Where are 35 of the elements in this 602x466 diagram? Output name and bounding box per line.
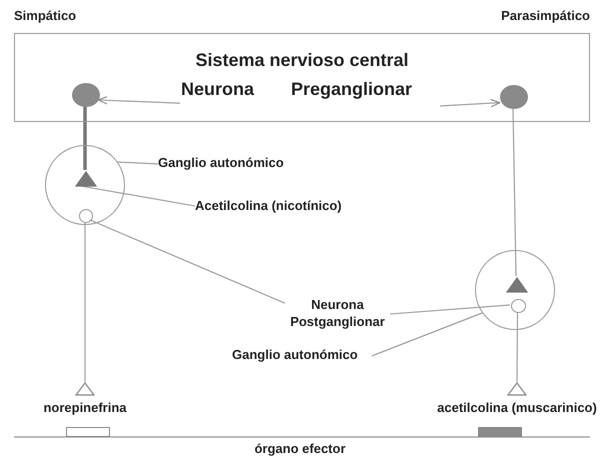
ganglion-circle (45, 145, 125, 225)
axon-line (512, 108, 517, 276)
callout-label: Acetilcolina (nicotínico) (195, 197, 370, 215)
postganglionic-cell-body (79, 209, 93, 223)
neuron-label: Neurona (181, 79, 271, 107)
cell-body (500, 85, 528, 109)
effector-label: órgano efector (254, 441, 346, 456)
synapse-terminal (506, 277, 528, 293)
box-title: Sistema nervioso central (195, 50, 409, 72)
leader-line (372, 312, 482, 356)
neurotransmitter-label: acetilcolina (muscarinico) (437, 400, 597, 415)
effector-block (478, 427, 522, 437)
axon-line (83, 106, 87, 170)
effector-block (66, 427, 110, 437)
neuron-label: Preganglionar (291, 79, 441, 109)
ganglion-circle (475, 250, 555, 330)
arrow (440, 99, 500, 108)
central-nervous-system-box (14, 33, 590, 122)
neurotransmitter-label: norepinefrina (43, 400, 127, 415)
leader-line (118, 162, 158, 164)
callout-label: Neurona Postganglionar (285, 296, 390, 332)
callout-label: Ganglio autonómico (232, 346, 372, 364)
cell-body (72, 83, 100, 107)
arrow (98, 96, 180, 104)
callout-label: Ganglio autonómico (158, 154, 298, 172)
leader-line (90, 219, 286, 304)
leader-line (390, 304, 510, 315)
column-heading: Parasimpático (501, 8, 590, 23)
column-heading: Simpático (14, 8, 76, 23)
axon-line (84, 222, 86, 382)
synapse-terminal (75, 171, 97, 187)
axon-terminal (75, 382, 95, 396)
axon-terminal (507, 382, 527, 396)
postganglionic-cell-body (511, 299, 526, 313)
axon-line (516, 312, 518, 382)
